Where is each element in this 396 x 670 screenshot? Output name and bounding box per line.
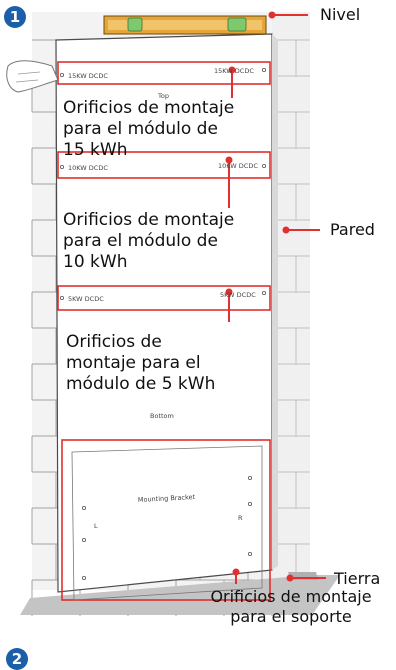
template-row2-right: 10KW DCDC <box>218 162 258 170</box>
label-holes-5kwh-line1: Orificios de <box>66 332 162 352</box>
label-holes-10kwh-line2: para el módulo de <box>63 231 218 251</box>
bracket-outline <box>71 445 263 601</box>
callout-level: Nivel <box>320 5 361 24</box>
highlight-row-10kwh <box>57 151 271 179</box>
template-row1-left: 15KW DCDC <box>68 72 108 80</box>
label-holes-15kwh-line3: 15 kWh <box>63 140 128 160</box>
template-holes <box>60 68 266 581</box>
template-left-mark: L <box>94 522 98 530</box>
ground-slab <box>20 575 340 615</box>
highlight-boxes <box>57 61 271 601</box>
callout-ground: Tierra <box>334 569 381 588</box>
template-top: Top <box>157 92 169 100</box>
label-holes-15kwh-line2: para el módulo de <box>63 119 218 139</box>
label-holes-bracket-line1: Orificios de montaje <box>210 587 372 606</box>
label-holes-bracket-line2: para el soporte <box>230 607 352 626</box>
template-row2-left: 10KW DCDC <box>68 164 108 172</box>
template-row3-left: 5KW DCDC <box>68 295 104 303</box>
highlight-bracket <box>61 439 271 601</box>
step-two-badge: 2 <box>6 648 28 670</box>
template-row3-right: 5KW DCDC <box>220 291 256 299</box>
pointer-lines <box>225 11 326 584</box>
template-right-mark: R <box>238 514 243 522</box>
highlight-row-15kwh <box>57 61 271 85</box>
template-row1-right: 15KW DCDC <box>214 67 254 75</box>
label-holes-15kwh: Orificios de montaje para el módulo de 1… <box>63 98 273 161</box>
label-holes-15kwh-line1: Orificios de montaje <box>63 98 235 118</box>
template-bottom: Bottom <box>150 412 174 420</box>
label-holes-10kwh-line1: Orificios de montaje <box>63 210 235 230</box>
hand-holding-template <box>6 60 59 93</box>
step-one-badge: 1 <box>4 6 26 28</box>
label-holes-10kwh: Orificios de montaje para el módulo de 1… <box>63 210 273 273</box>
template-bracket-text: Mounting Bracket <box>138 493 196 504</box>
label-holes-5kwh-line2: montaje para el <box>66 353 201 373</box>
highlight-row-5kwh <box>57 285 271 311</box>
label-holes-5kwh: Orificios de montaje para el módulo de 5… <box>66 332 276 395</box>
level-tool <box>103 15 267 35</box>
callout-wall: Pared <box>330 220 375 239</box>
label-holes-5kwh-line3: módulo de 5 kWh <box>66 374 216 394</box>
label-holes-10kwh-line3: 10 kWh <box>63 252 128 272</box>
label-holes-bracket: Orificios de montaje para el soporte <box>188 587 394 627</box>
